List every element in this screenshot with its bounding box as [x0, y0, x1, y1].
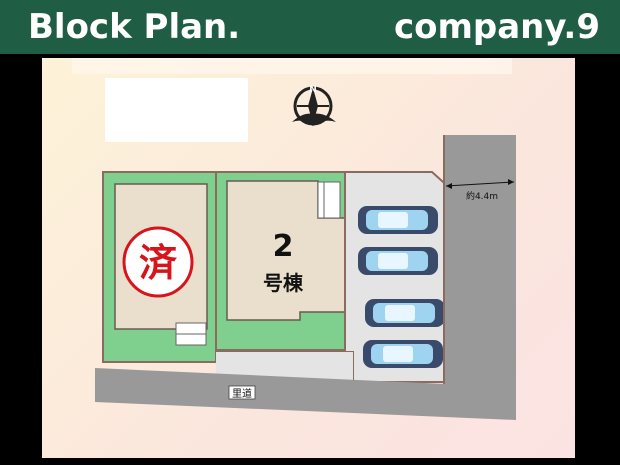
header-bar: Block Plan. company.9: [0, 0, 620, 54]
sold-stamp: [122, 226, 194, 298]
road-horizontal: [95, 368, 516, 420]
top-white-band: [72, 58, 512, 74]
compass-north-icon: [292, 86, 336, 126]
road-width-label: 約4.4m: [466, 190, 498, 202]
road-width-dimension: [445, 181, 515, 187]
building-2-number: 2: [273, 229, 294, 264]
sold-stamp-text: 済: [139, 241, 178, 285]
car-icon: [363, 340, 443, 368]
header-title: Block Plan.: [28, 7, 241, 47]
building-2-balcony: [317, 181, 341, 219]
car-icon: [365, 299, 445, 327]
company-name: company.9: [393, 7, 600, 47]
compass-north-label: N: [309, 85, 317, 95]
car-icon: [358, 206, 438, 234]
road-label: 里道: [232, 387, 252, 400]
blank-info-box: [105, 78, 248, 142]
car-icon: [358, 247, 438, 275]
building-2-label: 号棟: [263, 271, 304, 295]
road-vertical: [444, 135, 516, 410]
